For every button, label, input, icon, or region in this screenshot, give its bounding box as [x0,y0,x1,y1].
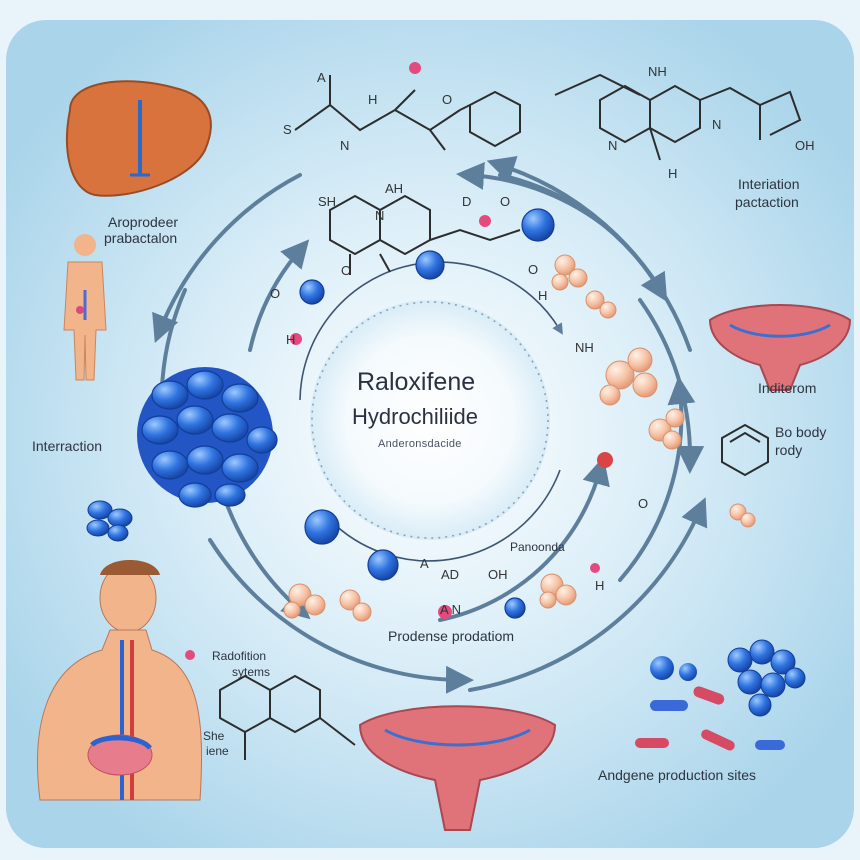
chem-h-rt: H [595,578,605,593]
label-panoonda: Panoonda [510,540,565,554]
chem-o1: O [442,92,453,107]
label-top-right-line1: Interiation [738,176,800,192]
label-bo-body-line1: Bo body [775,424,827,440]
chem-nh-top: NH [648,64,667,79]
blue-molecules [299,208,555,619]
liver-icon [66,80,212,197]
chem-oh-bottom: OH [488,567,508,582]
male-torso-icon [37,560,203,801]
label-radiofion-line1: Radofition [212,649,267,663]
label-liver-line2: prabactalon [104,230,178,246]
chem-ah-center: AH [385,181,404,196]
label-uterus-right: Inditerom [758,380,817,396]
chem-d-center: D [462,194,472,209]
label-radiofion-line2: sytems [232,665,271,679]
chem-o-center: O [500,194,511,209]
chem-ad-bottom: AD [441,567,460,582]
center-top-structure [329,194,521,275]
label-she-line1: She [203,729,225,743]
label-she-line2: iene [206,744,229,758]
chem-nh-right: NH [575,340,594,355]
chem-oh-right: OH [795,138,815,153]
pill-icon [635,639,806,751]
chem-h-right: H [668,166,678,181]
chem-h-small: H [286,332,296,347]
chem-h1: H [368,92,378,107]
center-subtitle: Anderonsdacide [378,438,462,450]
center-glow [310,300,550,540]
chem-s1: S [283,122,292,137]
molecule-cluster-icon [86,367,278,542]
benzene-ring-icon [721,423,769,477]
chem-n-center: N [375,208,385,223]
uterus-icon-bottom [358,705,557,831]
chem-o-small: O [270,286,281,301]
top-left-structure [294,75,521,151]
uterus-icon-right [708,304,852,391]
label-bo-body-line2: rody [775,442,803,458]
chem-o-ring: O [341,263,352,278]
chem-o-rt: O [638,496,649,511]
chem-n-right: N [608,138,618,153]
chem-a-bottom: A [420,556,429,571]
cycle-arrows [152,156,708,694]
label-liver-line1: Aroprodeer [108,214,179,230]
label-top-right-line2: pactaction [735,194,799,210]
center-title-line1: Raloxifene [357,368,476,396]
center-dotted-ring [311,301,549,539]
center-title-line2: Hydrochiliide [352,404,478,429]
pink-markers [185,62,613,660]
chem-n-rt: N [712,117,722,132]
bottom-structure [219,674,356,760]
top-right-structure [554,73,802,161]
chem-sh-center: SH [318,194,337,209]
male-body-icon [63,234,107,381]
label-bottom-center: Prodense prodatiom [388,628,515,644]
chem-o2: O [528,262,539,277]
peach-particles [283,254,756,622]
chem-n1: N [340,138,350,153]
label-interaction-left: Interraction [32,438,103,454]
chem-h-mid: H [538,288,548,303]
chem-an-bottom: A N [440,602,461,617]
label-bottom-right: Andgene production sites [598,767,756,783]
chem-a1: A [317,70,326,85]
